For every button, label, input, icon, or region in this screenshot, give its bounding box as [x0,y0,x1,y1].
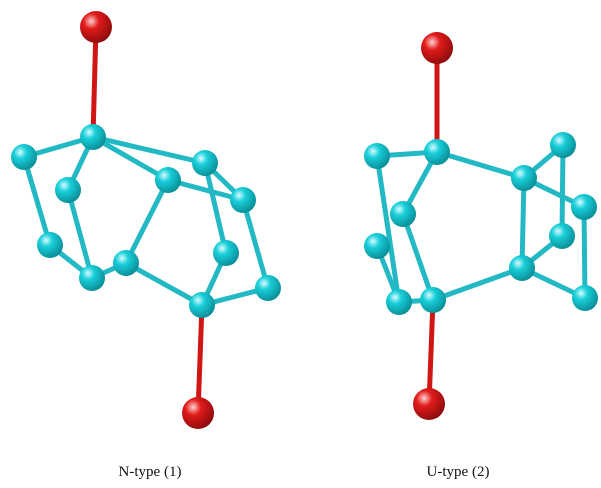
n-type-bond-18 [90,134,208,166]
n-type-bond-1 [90,24,99,140]
n-type-bond-5 [21,154,53,248]
u-type-carbon-atom-10 [549,223,575,249]
n-type-bond-4 [90,134,171,183]
n-type-carbon-atom-6 [113,250,139,276]
u-type-carbon-atom-5 [386,289,412,315]
n-type-bond-16 [123,260,205,308]
n-type-carbon-atom-7 [155,167,181,193]
u-type-bond-16 [430,265,525,303]
u-type-oxygen-atom-1 [421,32,453,64]
n-type-carbon-atom-1 [80,124,106,150]
n-type-oxygen-atom-2 [182,397,214,429]
n-type-bond-17 [195,302,205,416]
n-type-bond-6 [65,187,95,281]
n-type-carbon-atom-8 [192,150,218,176]
n-type-carbon-atom-5 [79,265,105,291]
n-type-oxygen-atom-1 [80,11,112,43]
n-type-carbon-atom-3 [55,177,81,203]
n-type-caption: N-type (1) [118,464,182,480]
u-type-carbon-atom-9 [571,194,597,220]
u-type-molecule [364,32,598,420]
n-type-carbon-atom-10 [213,240,239,266]
u-type-carbon-atom-12 [572,285,598,311]
u-type-bond-5 [374,153,402,305]
u-type-bond-11 [519,175,527,271]
u-type-carbon-atom-11 [509,255,535,281]
u-type-bond-13 [581,204,588,301]
n-type-bond-12 [202,160,229,256]
u-type-carbon-atom-7 [511,165,537,191]
n-type-carbon-atom-11 [255,275,281,301]
u-type-carbon-atom-1 [424,139,450,165]
u-type-oxygen-atom-2 [413,388,445,420]
n-type-carbon-atom-12 [189,292,215,318]
u-type-bond-4 [434,149,527,181]
u-type-bond-12 [559,142,566,239]
n-type-bond-9 [123,177,171,266]
u-type-carbon-atom-3 [390,201,416,227]
u-type-carbon-atom-6 [420,287,446,313]
n-type-molecule [11,11,281,429]
u-type-carbon-atom-4 [364,233,390,259]
n-type-bond-13 [240,197,271,291]
u-type-carbon-atom-2 [364,143,390,169]
n-type-carbon-atom-9 [230,187,256,213]
u-type-bond-17 [426,297,436,407]
n-type-carbon-atom-2 [11,144,37,170]
u-type-bond-6 [400,211,436,303]
u-type-caption: U-type (2) [426,464,490,480]
u-type-carbon-atom-8 [550,132,576,158]
n-type-carbon-atom-4 [37,232,63,258]
